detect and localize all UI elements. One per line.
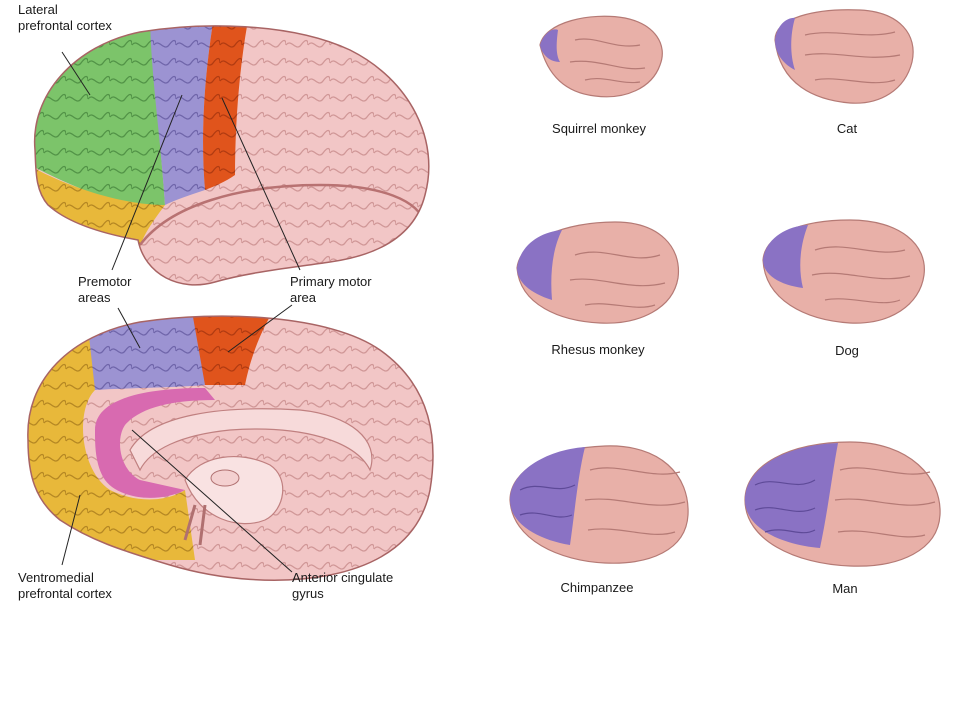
lateral-brain [33,25,430,286]
label-premotor-line2: areas [78,290,111,305]
brain-man [744,441,941,567]
brain-rhesus-monkey [516,221,680,324]
label-premotor-line1: Premotor [78,274,132,289]
label-primary-motor-line1: Primary motor [290,274,372,289]
label-primary-motor-area: Primary motor area [290,274,372,306]
brain-dog [762,219,925,324]
leader-ventromedial [61,494,81,566]
label-anterior-cingulate: Anterior cingulate gyrus [292,570,393,602]
label-ventromedial-prefrontal: Ventromedial prefrontal cortex [18,570,112,602]
caption-squirrel-monkey: Squirrel monkey [552,121,646,136]
label-premotor-areas: Premotor areas [78,274,131,306]
medial-brain [27,315,434,581]
label-lateral-line1: Lateral [18,2,58,17]
caption-dog: Dog [835,343,859,358]
caption-cat: Cat [836,121,858,136]
leader-lateral [61,51,91,96]
caption-man: Man [832,581,858,596]
label-anterior-cingulate-line1: Anterior cingulate [292,570,394,585]
leader-premotor-lateral [111,94,183,271]
caption-rhesus-monkey: Rhesus monkey [551,342,645,357]
caption-chimpanzee: Chimpanzee [560,580,634,595]
label-primary-motor-line2: area [290,290,317,305]
brain-cat [774,9,914,104]
leader-premotor-medial [117,307,141,349]
label-lateral-prefrontal: Lateral prefrontal cortex [18,2,112,34]
label-ventromedial-line2: prefrontal cortex [18,586,112,601]
label-ventromedial-line1: Ventromedial [18,570,94,585]
label-lateral-line2: prefrontal cortex [18,18,112,33]
brain-chimpanzee [509,445,689,564]
leader-anterior-cingulate [131,429,293,573]
label-anterior-cingulate-line2: gyrus [292,586,324,601]
leader-primary-motor-medial [227,304,293,353]
brain-squirrel-monkey [539,15,663,98]
leader-primary-motor-lateral [221,97,301,271]
